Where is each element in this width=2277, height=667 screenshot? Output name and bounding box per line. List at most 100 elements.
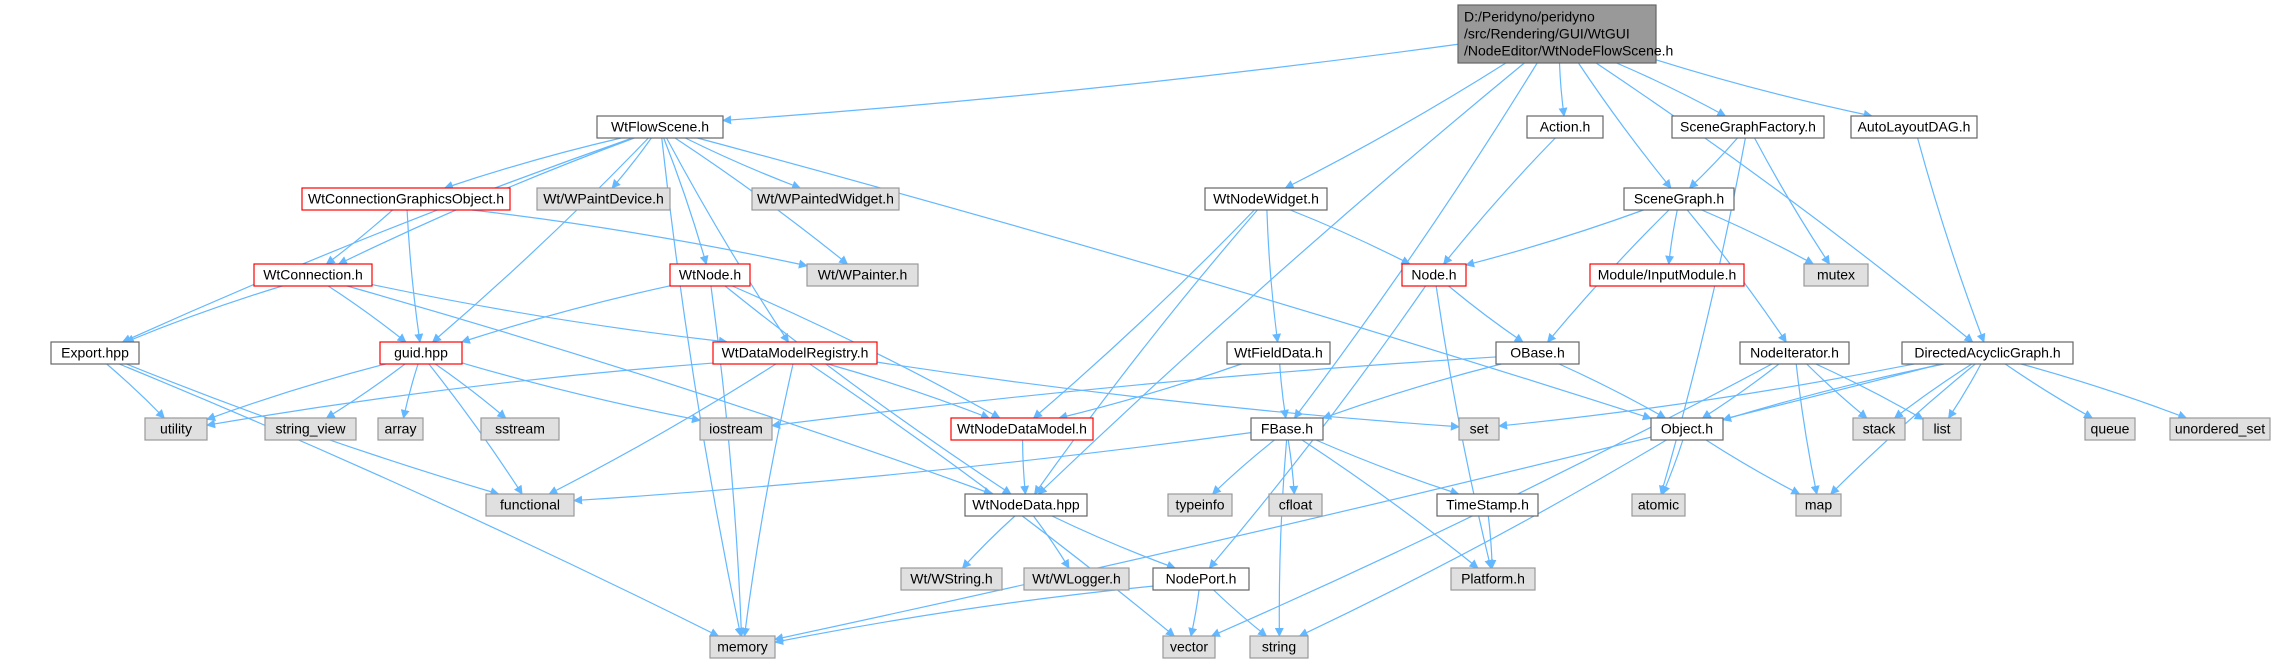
node-registry-box xyxy=(712,341,878,365)
node-export[interactable]: Export.hpp xyxy=(50,341,140,365)
node-inputmodule-label: Module/InputModule.h xyxy=(1598,267,1737,283)
node-cgobject[interactable]: WtConnectionGraphicsObject.h xyxy=(301,187,511,211)
node-wtnode[interactable]: WtNode.h xyxy=(669,263,751,287)
node-fbase-label: FBase.h xyxy=(1261,421,1313,437)
node-sgfactory[interactable]: SceneGraphFactory.h xyxy=(1671,115,1825,139)
node-nodeport[interactable]: NodePort.h xyxy=(1152,567,1250,591)
node-functional[interactable]: functional xyxy=(485,493,575,517)
edge-node-to-obase xyxy=(1448,285,1524,343)
node-object[interactable]: Object.h xyxy=(1650,417,1724,441)
edge-object-to-atomic xyxy=(1661,439,1684,495)
edge-scenegraph-to-mutex xyxy=(1701,209,1815,265)
node-wstring[interactable]: Wt/WString.h xyxy=(900,567,1003,591)
node-timestamp[interactable]: TimeStamp.h xyxy=(1436,493,1539,517)
edge-nodeiter-to-stack xyxy=(1806,363,1868,419)
node-timestamp-label: TimeStamp.h xyxy=(1446,497,1529,513)
node-platform-box xyxy=(1450,567,1536,591)
node-paintdevice[interactable]: Wt/WPaintDevice.h xyxy=(536,187,671,211)
node-autolayout[interactable]: AutoLayoutDAG.h xyxy=(1850,115,1978,139)
node-utility-label: utility xyxy=(160,421,192,437)
node-typeinfo[interactable]: typeinfo xyxy=(1167,493,1233,517)
edge-nodewidget-to-nodedata xyxy=(1034,209,1258,495)
node-vector-label: vector xyxy=(1170,639,1208,655)
node-set[interactable]: set xyxy=(1458,417,1500,441)
node-fbase[interactable]: FBase.h xyxy=(1250,417,1324,441)
node-set-box xyxy=(1458,417,1500,441)
node-stack[interactable]: stack xyxy=(1852,417,1906,441)
node-registry[interactable]: WtDataModelRegistry.h xyxy=(712,341,878,365)
node-obase[interactable]: OBase.h xyxy=(1495,341,1580,365)
node-queue[interactable]: queue xyxy=(2084,417,2136,441)
node-memory[interactable]: memory xyxy=(709,635,776,659)
node-nodedata-label: WtNodeData.hpp xyxy=(972,497,1080,513)
node-utility[interactable]: utility xyxy=(144,417,208,441)
node-action[interactable]: Action.h xyxy=(1526,115,1604,139)
node-array-box xyxy=(377,417,424,441)
node-paintdevice-box xyxy=(536,187,671,211)
edge-flowscene-to-paintdevice xyxy=(611,137,652,189)
edge-nodewidget-to-node xyxy=(1290,209,1411,265)
node-vector[interactable]: vector xyxy=(1162,635,1216,659)
node-connection[interactable]: WtConnection.h xyxy=(253,263,373,287)
edge-fbase-to-functional xyxy=(573,432,1252,505)
node-unorderedset[interactable]: unordered_set xyxy=(2169,417,2271,441)
edge-guid-to-iostream xyxy=(461,362,701,424)
node-stack-box xyxy=(1852,417,1906,441)
edge-sgfactory-to-scenegraph xyxy=(1688,137,1738,189)
node-wpainter-box xyxy=(806,263,919,287)
node-list-box xyxy=(1922,417,1962,441)
node-iostream[interactable]: iostream xyxy=(699,417,773,441)
node-stringview[interactable]: string_view xyxy=(264,417,357,441)
node-list[interactable]: list xyxy=(1922,417,1962,441)
node-map[interactable]: map xyxy=(1795,493,1842,517)
node-wpainter[interactable]: Wt/WPainter.h xyxy=(806,263,919,287)
edge-nodedata-to-nodeport xyxy=(1051,515,1176,570)
node-autolayout-label: AutoLayoutDAG.h xyxy=(1858,119,1971,135)
node-paintedwidget[interactable]: Wt/WPaintedWidget.h xyxy=(751,187,900,211)
node-flowscene[interactable]: WtFlowScene.h xyxy=(596,115,724,139)
node-atomic[interactable]: atomic xyxy=(1631,493,1686,517)
edge-cgobject-to-connection xyxy=(325,209,393,265)
edge-cgobject-to-guid xyxy=(406,209,424,343)
node-fielddata[interactable]: WtFieldData.h xyxy=(1226,341,1331,365)
edge-root-to-scenegraph xyxy=(1577,62,1672,189)
node-mutex[interactable]: mutex xyxy=(1803,263,1869,287)
node-action-box xyxy=(1526,115,1604,139)
node-inputmodule[interactable]: Module/InputModule.h xyxy=(1589,263,1745,287)
node-nodeport-label: NodePort.h xyxy=(1166,571,1237,587)
node-platform[interactable]: Platform.h xyxy=(1450,567,1536,591)
edge-obase-to-fbase xyxy=(1322,363,1502,420)
node-stack-label: stack xyxy=(1863,421,1897,437)
node-scenegraph-label: SceneGraph.h xyxy=(1634,191,1724,207)
node-sstream[interactable]: sstream xyxy=(480,417,560,441)
edge-connection-to-nodedata xyxy=(346,285,993,496)
node-nodewidget[interactable]: WtNodeWidget.h xyxy=(1204,187,1328,211)
node-scenegraph[interactable]: SceneGraph.h xyxy=(1623,187,1735,211)
node-dag[interactable]: DirectedAcyclicGraph.h xyxy=(1901,341,2074,365)
edge-guid-to-sstream xyxy=(434,363,507,419)
node-export-box xyxy=(50,341,140,365)
node-cfloat[interactable]: cfloat xyxy=(1268,493,1323,517)
node-memory-label: memory xyxy=(717,639,768,655)
edge-fbase-to-platform xyxy=(1301,439,1479,569)
edge-nodeiter-to-map xyxy=(1795,363,1820,495)
edge-nodewidget-to-fielddata xyxy=(1266,209,1282,343)
node-export-label: Export.hpp xyxy=(61,345,129,361)
node-node-box xyxy=(1401,263,1467,287)
node-cfloat-box xyxy=(1268,493,1323,517)
edge-guid-to-functional xyxy=(428,363,523,495)
node-node[interactable]: Node.h xyxy=(1401,263,1467,287)
node-nodedata[interactable]: WtNodeData.hpp xyxy=(964,493,1088,517)
node-string[interactable]: string xyxy=(1249,635,1309,659)
node-root[interactable]: D:/Peridyno/peridyno/src/Rendering/GUI/W… xyxy=(1457,4,1673,64)
edge-wtnode-to-guid xyxy=(460,285,671,344)
node-nodedatamodel[interactable]: WtNodeDataModel.h xyxy=(950,417,1094,441)
node-guid[interactable]: guid.hpp xyxy=(379,341,463,365)
node-dag-label: DirectedAcyclicGraph.h xyxy=(1914,345,2060,361)
node-nodeiter[interactable]: NodeIterator.h xyxy=(1739,341,1850,365)
node-wstring-label: Wt/WString.h xyxy=(910,571,992,587)
node-array[interactable]: array xyxy=(377,417,424,441)
node-queue-label: queue xyxy=(2091,421,2130,437)
node-wlogger[interactable]: Wt/WLogger.h xyxy=(1023,567,1130,591)
node-unorderedset-label: unordered_set xyxy=(2175,421,2265,437)
